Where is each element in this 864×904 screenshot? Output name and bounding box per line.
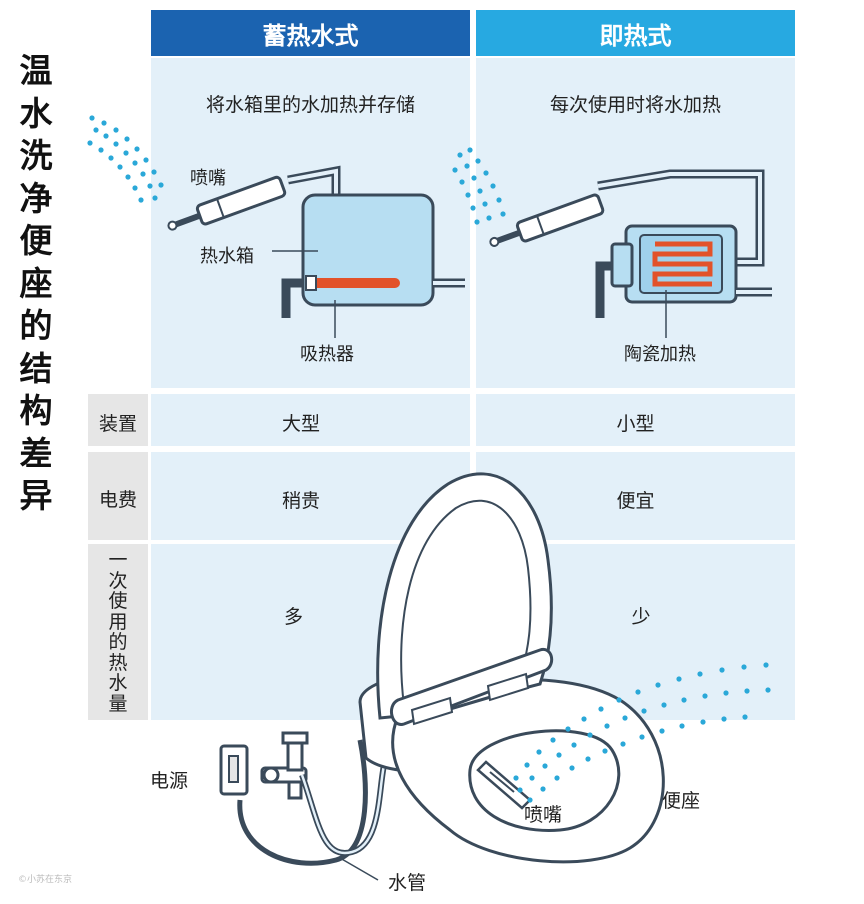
instant-nozzle <box>489 193 605 247</box>
value-electricity-storage: 稍贵 <box>281 490 320 512</box>
row-label-cell-device <box>88 394 148 446</box>
label-heat-absorber: 吸热器 <box>300 344 354 365</box>
label-seat: 便座 <box>662 790 701 812</box>
storage-nozzle-spray <box>87 115 164 203</box>
description-instant: 每次使用时将水加热 <box>549 94 721 116</box>
row-label-device: 装置 <box>98 413 137 435</box>
label-ceramic-heating: 陶瓷加热 <box>624 344 696 365</box>
ceramic-heater-block <box>610 224 738 304</box>
cell-device-instant <box>476 394 795 446</box>
description-storage: 将水箱里的水加热并存储 <box>205 94 415 116</box>
cell-device-storage <box>151 394 470 446</box>
label-water-pipe: 水管 <box>388 872 427 894</box>
label-nozzle-seat: 喷嘴 <box>524 804 563 826</box>
vertical-title: 温水洗净便座的结构差异 <box>19 51 53 515</box>
toilet-seat-illustration <box>219 472 665 881</box>
heat-absorber-element <box>310 278 400 288</box>
instant-nozzle-spray <box>452 147 506 225</box>
row-label-cell-electricity <box>88 452 148 540</box>
row-label-cell-hot-water <box>88 544 148 720</box>
value-hot-water-storage: 多 <box>283 606 303 628</box>
header-instant-type: 即热式 <box>476 10 795 56</box>
header-storage-type: 蓄热水式 <box>151 10 470 56</box>
row-label-electricity: 电费 <box>98 489 137 511</box>
label-nozzle-storage: 喷嘴 <box>190 168 226 189</box>
watermark: ©小苏在东京 <box>18 875 73 885</box>
label-power: 电源 <box>150 770 189 792</box>
value-hot-water-instant: 少 <box>631 606 651 628</box>
value-device-instant: 小型 <box>616 413 655 435</box>
label-hot-water-tank: 热水箱 <box>200 246 254 267</box>
row-label-hot-water-amount: 一次使用的热水量 <box>108 549 128 715</box>
storage-nozzle <box>167 175 287 231</box>
water-valve <box>260 731 309 800</box>
value-electricity-instant: 便宜 <box>616 490 655 512</box>
value-device-storage: 大型 <box>281 413 320 435</box>
seat-nozzle-spray <box>513 662 771 803</box>
hot-water-tank <box>301 193 435 307</box>
